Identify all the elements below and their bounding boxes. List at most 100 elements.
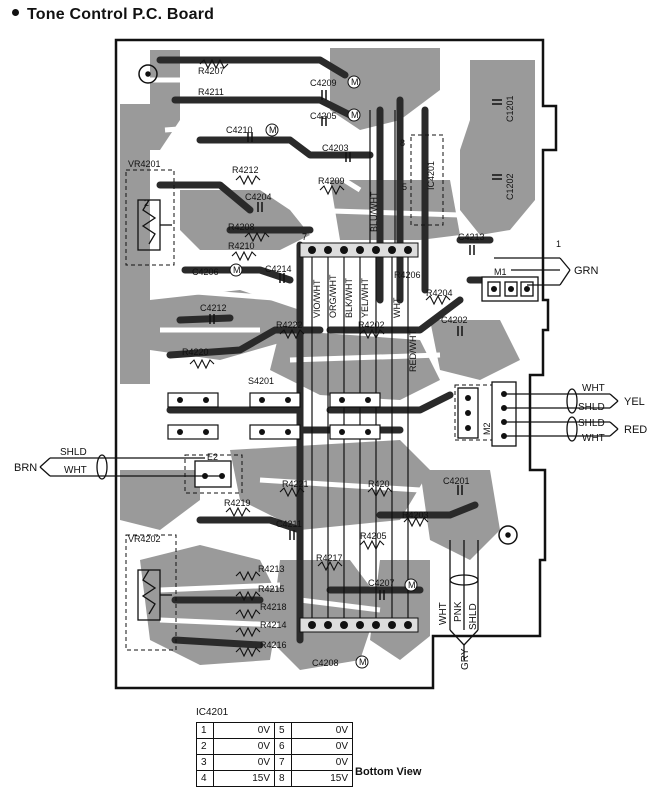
wire-bundle (311, 110, 409, 625)
label-m-c4208: M (359, 657, 367, 667)
table-row: 3 0V 7 0V (196, 754, 353, 771)
pin-header-top (299, 242, 419, 258)
board-outline (114, 38, 558, 690)
pin-voltage: 0V (213, 754, 275, 771)
wire-label-yel-wht: WHT (582, 383, 605, 394)
pin-voltage: 0V (291, 754, 353, 771)
label-s4201: S4201 (248, 376, 274, 386)
label-r4208: R4208 (228, 222, 255, 232)
label-r4217: R4217 (316, 553, 343, 563)
label-connector-m2: M2 (482, 422, 492, 435)
label-c4203: C4203 (322, 143, 349, 153)
wire-label-red-wht: WHT (582, 433, 605, 444)
brn-wiring (39, 454, 222, 480)
pcb-label-blk-wht: BLK/WHT (344, 277, 354, 318)
label-r4213: R4213 (258, 564, 285, 574)
label-m-c4207: M (408, 580, 416, 590)
label-c4202: C4202 (441, 315, 468, 325)
mounting-holes (138, 64, 518, 545)
label-c4210: C4210 (226, 125, 253, 135)
trace-gaps (150, 77, 461, 628)
label-pin-1: 1 (556, 239, 561, 249)
label-m-c4205: M (351, 110, 359, 120)
label-c4211: C4211 (276, 519, 302, 529)
wire-label-brn-shld: SHLD (60, 447, 87, 458)
label-r4206: R4206 (394, 270, 421, 280)
label-ic4201: IC4201 (426, 161, 436, 190)
bullet-icon (12, 9, 19, 17)
pcb-label-red-wht: RED/WHT (408, 330, 418, 372)
label-r4210: R4210 (228, 241, 255, 251)
table-row: 2 0V 6 0V (196, 738, 353, 755)
label-c4205: C4205 (310, 111, 337, 121)
pin-number: 8 (274, 770, 292, 787)
label-c4209: C4209 (310, 78, 337, 88)
label-r4204: R4204 (426, 288, 453, 298)
ic-table-title: IC4201 (196, 707, 229, 718)
wire-label-yel-shld: SHLD (578, 402, 605, 413)
pin-header-bottom (299, 617, 419, 633)
label-r4207: R4207 (198, 66, 225, 76)
wire-label-red-shld: SHLD (578, 418, 605, 429)
pin-voltage: 15V (213, 770, 275, 787)
label-r4211: R4211 (198, 87, 224, 97)
pcb-label-blu-wht: BLU/WHT (369, 191, 379, 232)
pin-voltage: 0V (291, 722, 353, 739)
pcb-label-org-wht: ORG/WHT (328, 274, 338, 318)
label-c1202: C1202 (505, 173, 515, 200)
label-r420: R420 (368, 479, 390, 489)
switch-s4201 (167, 392, 381, 440)
pcb-label-wht: WHT (392, 297, 402, 318)
gry-wiring (449, 540, 479, 660)
wire-label-brn: BRN (14, 462, 37, 474)
wire-label-yel: YEL (624, 396, 645, 408)
wire-label-gry-wht: WHT (438, 602, 449, 625)
label-r4221: R4221 (282, 479, 309, 489)
resistor-symbols (189, 58, 451, 658)
pcb-label-vio-wht: VIO/WHT (312, 279, 322, 318)
pin-voltage: 0V (213, 722, 275, 739)
label-pin-2: 2 (144, 198, 149, 208)
label-m-c4210: M (269, 125, 277, 135)
pin-number: 6 (274, 738, 292, 755)
label-r4212: R4212 (232, 165, 259, 175)
label-m-c4209: M (351, 77, 359, 87)
page-title: Tone Control P.C. Board (12, 6, 214, 24)
pin-number: 2 (196, 738, 214, 755)
label-c4206: C4206 (192, 267, 219, 277)
pin-number: 7 (274, 754, 292, 771)
pcb-label-yel-wht: YEL/WHT (360, 277, 370, 318)
pin-voltage: 0V (291, 738, 353, 755)
label-vr4201: VR4201 (128, 159, 161, 169)
pin-number: 5 (274, 722, 292, 739)
label-c4214: C4214 (265, 264, 292, 274)
dashed-outlines (125, 134, 511, 651)
label-r4203: R4203 (402, 510, 429, 520)
label-r4219: R4219 (224, 498, 251, 508)
label-r4209: R4209 (318, 176, 345, 186)
wire-label-pnk: PNK (453, 601, 464, 622)
wire-label-brn-wht: WHT (64, 465, 87, 476)
ic-voltage-table: 1 0V 5 0V 2 0V 6 0V 3 0V 7 0V 4 15V 8 15… (196, 722, 353, 787)
pin-voltage: 15V (291, 770, 353, 787)
label-r4214: R4214 (260, 620, 287, 630)
label-connector-m1: M1 (494, 267, 507, 277)
pin-number: 1 (196, 722, 214, 739)
label-c4207: C4207 (368, 578, 395, 588)
label-c4201: C4201 (443, 476, 470, 486)
label-pin-8: 8 (400, 138, 405, 148)
label-connector-e2: E2 (207, 452, 218, 462)
label-c1201: C1201 (505, 95, 515, 122)
label-c4213: C4213 (458, 232, 485, 242)
pin-voltage: 0V (213, 738, 275, 755)
connector-m1-pins (491, 286, 530, 292)
wire-label-red: RED (624, 424, 647, 436)
label-r4220: R4220 (182, 347, 209, 357)
pin-number: 3 (196, 754, 214, 771)
label-r4222: R4222 (276, 320, 303, 330)
pin-number: 4 (196, 770, 214, 787)
vr4201-symbol (137, 199, 172, 251)
label-r4205: R4205 (360, 531, 387, 541)
label-pin-5: 5 (402, 182, 407, 192)
switch-pads (177, 397, 371, 435)
